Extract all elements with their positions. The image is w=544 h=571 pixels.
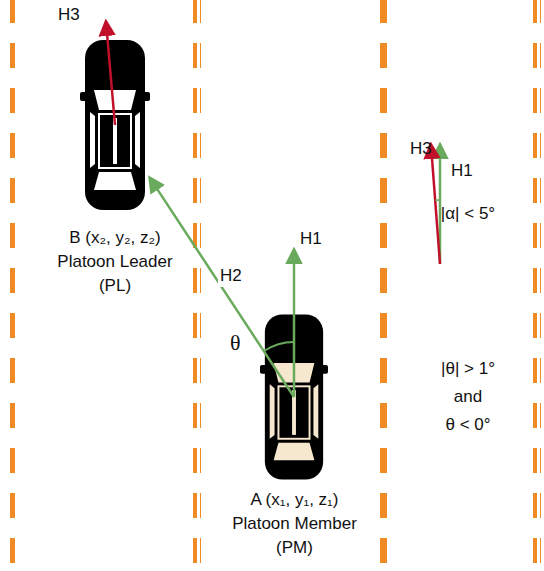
- heading-h1: [293, 250, 296, 397]
- lane-line: [7, 0, 15, 571]
- car-caption: A (x₁, y₁, z₁)Platoon Member (PM): [222, 488, 367, 560]
- annotation-label: θ < 0°: [418, 414, 518, 436]
- theta-arc: [264, 342, 294, 351]
- coordinate-label: B (x₂, y₂, z₂): [49, 226, 181, 250]
- edge-label: H2: [218, 265, 244, 287]
- annotation-label: H1: [300, 228, 322, 250]
- car-caption: B (x₂, y₂, z₂)Platoon Leader (PL): [49, 226, 181, 298]
- annotation-label: H1: [451, 160, 473, 182]
- role-label: Platoon Leader (PL): [49, 250, 181, 298]
- annotation-label: θ: [230, 332, 241, 354]
- alpha-arc: [435, 199, 440, 201]
- coordinate-label: A (x₁, y₁, z₁): [222, 488, 367, 512]
- annotation-label: |θ| > 1°: [418, 358, 518, 380]
- lane-line: [533, 0, 541, 571]
- direction-h2-start: [262, 348, 294, 397]
- heading-h3: [106, 22, 115, 125]
- car-node: A (x₁, y₁, z₁)Platoon Member (PM): [262, 312, 326, 482]
- annotation-label: H3: [58, 4, 80, 26]
- heading-h3: [431, 145, 440, 264]
- role-label: Platoon Member (PM): [222, 512, 367, 560]
- annotation-label: |α| < 5°: [418, 203, 518, 225]
- lane-line: [193, 0, 201, 571]
- lane-line: [380, 0, 388, 571]
- car-node: B (x₂, y₂, z₂)Platoon Leader (PL): [80, 40, 150, 210]
- annotation-label: and: [418, 386, 518, 408]
- annotation-label: H3: [410, 138, 432, 160]
